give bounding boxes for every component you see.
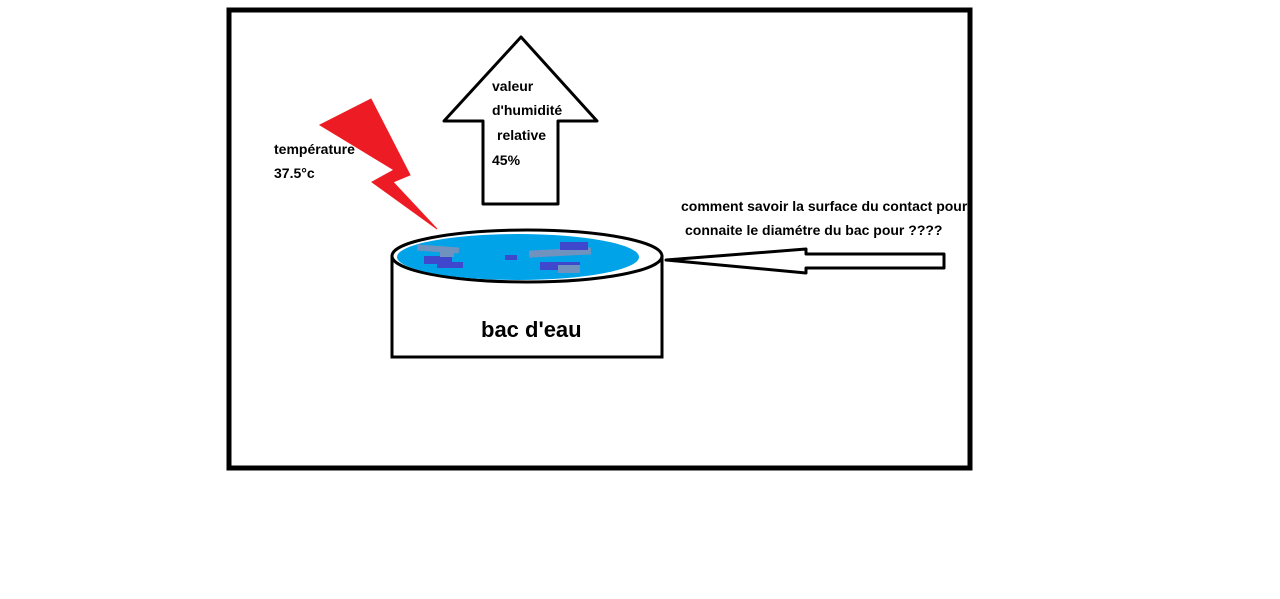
water-streaks bbox=[416, 242, 592, 273]
question-line1: comment savoir la surface du contact pou… bbox=[681, 198, 968, 214]
lightning-bolt-icon bbox=[318, 98, 438, 230]
humidity-label-line3: relative bbox=[497, 127, 546, 143]
diagram-frame bbox=[226, 7, 973, 471]
temperature-value: 37.5°c bbox=[274, 165, 315, 181]
water-container: bac d'eau bbox=[390, 228, 664, 359]
left-arrow-icon bbox=[664, 247, 946, 275]
up-arrow-icon bbox=[442, 35, 599, 206]
temperature-label-line1: température bbox=[274, 141, 355, 157]
container-body bbox=[390, 256, 664, 359]
question-line2: connaite le diamétre du bac pour ???? bbox=[685, 222, 942, 238]
humidity-label-line2: d'humidité bbox=[492, 102, 562, 118]
humidity-label-line1: valeur bbox=[492, 78, 534, 94]
humidity-value: 45% bbox=[492, 152, 521, 168]
container-label: bac d'eau bbox=[481, 317, 582, 342]
